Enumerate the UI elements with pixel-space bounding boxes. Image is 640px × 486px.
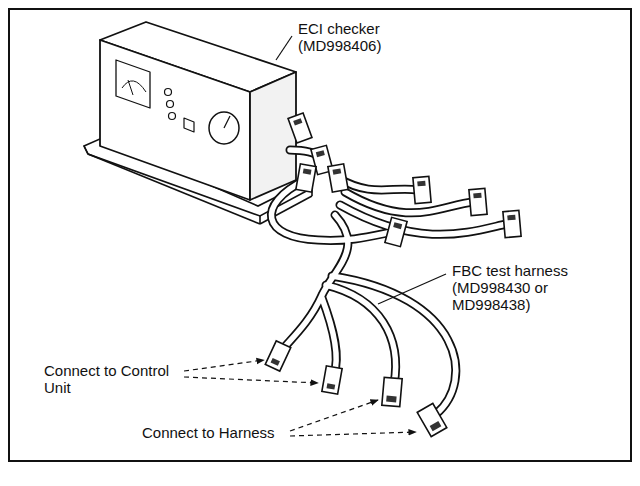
selector-dial — [209, 112, 239, 144]
leaders — [184, 36, 446, 436]
button — [167, 101, 174, 108]
cable — [282, 215, 348, 350]
connector — [265, 341, 290, 371]
tray-edge — [84, 146, 88, 154]
connector — [469, 188, 487, 215]
leader-line — [290, 432, 416, 436]
meter-needle — [128, 80, 133, 95]
cable — [345, 192, 474, 213]
cable — [322, 298, 336, 374]
box-side — [250, 72, 296, 200]
part-label: FBC test harness (MD998430 or MD998438) — [452, 262, 602, 313]
button — [169, 113, 176, 120]
leader-line — [276, 36, 292, 60]
cable — [322, 298, 336, 374]
leader-line — [290, 400, 378, 431]
checker-box — [100, 22, 296, 200]
leader-line — [378, 274, 446, 304]
dial-pointer — [224, 116, 230, 128]
leader-line — [184, 377, 318, 383]
connector — [296, 164, 316, 192]
connector — [417, 403, 447, 436]
connector — [322, 366, 342, 394]
button — [165, 89, 172, 96]
connector — [385, 217, 407, 246]
box-front — [100, 40, 250, 200]
callout-label: Connect to Harness — [142, 424, 342, 441]
meter-window — [116, 60, 150, 108]
connector — [288, 113, 312, 143]
cable — [338, 178, 418, 190]
connector — [382, 377, 402, 406]
connector — [328, 164, 348, 192]
part-label: ECI checker (MD998406) — [298, 20, 410, 54]
meter-scale — [122, 81, 146, 92]
connector — [503, 210, 521, 237]
callout-label: Connect to Control Unit — [44, 362, 194, 396]
cable — [345, 192, 474, 213]
cable — [338, 178, 418, 190]
connector — [413, 176, 431, 203]
switch — [184, 118, 194, 132]
leader-line — [184, 360, 264, 371]
frame — [9, 9, 631, 461]
